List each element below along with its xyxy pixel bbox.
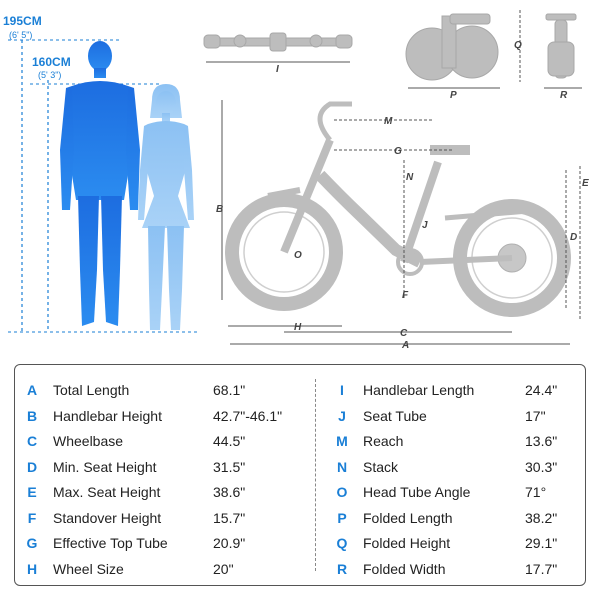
spec-value: 20" bbox=[213, 560, 234, 577]
spec-label: Handlebar Height bbox=[53, 407, 162, 424]
spec-letter: O bbox=[336, 484, 348, 500]
spec-value: 68.1" bbox=[213, 382, 246, 398]
spec-value: 30.3" bbox=[525, 458, 558, 475]
spec-label: Head Tube Angle bbox=[363, 484, 471, 500]
spec-value: 31.5" bbox=[213, 458, 246, 475]
spec-letter: B bbox=[26, 407, 38, 424]
dim-label-r: R bbox=[560, 90, 568, 101]
spec-label: Stack bbox=[363, 458, 399, 475]
spec-letter: N bbox=[336, 458, 348, 475]
spec-value: 24.4" bbox=[525, 382, 558, 398]
spec-letter: A bbox=[26, 382, 38, 398]
spec-value: 38.2" bbox=[525, 509, 558, 526]
dim-label-a: A bbox=[401, 340, 409, 351]
spec-letter: M bbox=[336, 433, 348, 449]
spec-label: Total Length bbox=[53, 382, 130, 398]
short-person-figure bbox=[138, 84, 194, 330]
spec-row: R Folded Width 17.7" bbox=[325, 558, 595, 580]
dimension-labels: A B C D E F G H I J M N O P Q R bbox=[216, 40, 589, 351]
spec-row: B Handlebar Height 42.7"-46.1" bbox=[15, 405, 283, 427]
spec-letter: H bbox=[26, 560, 38, 577]
spec-letter: G bbox=[26, 535, 38, 551]
spec-value: 29.1" bbox=[525, 535, 558, 551]
spec-label: Reach bbox=[363, 433, 404, 449]
spec-row: Q Folded Height 29.1" bbox=[325, 532, 595, 554]
spec-row: E Max. Seat Height 38.6" bbox=[15, 481, 283, 503]
spec-value: 71° bbox=[525, 484, 547, 500]
spec-value: 20.9" bbox=[213, 535, 246, 551]
spec-letter: C bbox=[26, 433, 38, 449]
dim-label-e: E bbox=[582, 178, 589, 189]
tall-height-ft: (6' 5") bbox=[9, 30, 32, 40]
spec-value: 13.6" bbox=[525, 433, 558, 449]
spec-label: Folded Width bbox=[363, 560, 446, 577]
spec-letter: I bbox=[340, 382, 344, 398]
spec-label: Min. Seat Height bbox=[53, 458, 157, 475]
spec-label: Folded Length bbox=[363, 509, 453, 526]
spec-letter: R bbox=[336, 560, 348, 577]
spec-letter: E bbox=[27, 484, 37, 500]
short-height-ft: (5' 3") bbox=[38, 70, 61, 80]
spec-row: G Effective Top Tube 20.9" bbox=[15, 532, 283, 554]
front-wheel bbox=[225, 193, 343, 311]
handlebar-top-view bbox=[203, 32, 353, 52]
spec-letter: J bbox=[338, 407, 346, 424]
spec-row: C Wheelbase 44.5" bbox=[15, 430, 283, 452]
dimension-lines bbox=[221, 100, 581, 345]
spec-row: H Wheel Size 20" bbox=[15, 558, 283, 580]
tall-height-cm: 195CM bbox=[3, 14, 42, 28]
spec-letter: Q bbox=[336, 535, 348, 551]
height-guides bbox=[8, 39, 200, 333]
dim-label-c: C bbox=[400, 328, 408, 339]
spec-row: F Standover Height 15.7" bbox=[15, 507, 283, 529]
spec-label: Seat Tube bbox=[363, 407, 427, 424]
spec-value: 42.7"-46.1" bbox=[213, 407, 283, 424]
spec-label: Wheel Size bbox=[53, 560, 124, 577]
dim-label-b: B bbox=[216, 204, 223, 215]
folded-bike-front bbox=[545, 13, 577, 79]
spec-row: N Stack 30.3" bbox=[325, 456, 595, 478]
spec-label: Effective Top Tube bbox=[53, 535, 168, 551]
short-height-cm: 160CM bbox=[32, 55, 71, 69]
tall-person-figure bbox=[60, 41, 140, 326]
spec-value: 38.6" bbox=[213, 484, 246, 500]
dim-label-p: P bbox=[450, 90, 457, 101]
dim-label-d: D bbox=[570, 232, 577, 243]
spec-table: A Total Length 68.1" B Handlebar Height … bbox=[14, 364, 586, 586]
spec-row: D Min. Seat Height 31.5" bbox=[15, 456, 283, 478]
folded-bike-side bbox=[405, 13, 499, 81]
spec-row: J Seat Tube 17" bbox=[325, 405, 595, 427]
bike-side-view bbox=[225, 101, 571, 317]
dim-label-i: I bbox=[276, 64, 279, 75]
spec-letter: F bbox=[27, 509, 37, 526]
dim-label-g: G bbox=[394, 146, 402, 157]
spec-label: Handlebar Length bbox=[363, 382, 475, 398]
bike-dimension-diagram: 195CM (6' 5") 160CM (5' 3") bbox=[3, 10, 589, 351]
dim-label-f: F bbox=[402, 290, 409, 301]
dim-label-h: H bbox=[294, 322, 302, 333]
dim-label-m: M bbox=[384, 116, 393, 127]
column-divider bbox=[315, 379, 316, 571]
spec-value: 15.7" bbox=[213, 509, 246, 526]
spec-row: I Handlebar Length 24.4" bbox=[325, 379, 595, 401]
spec-letter: D bbox=[26, 458, 38, 475]
dim-label-o: O bbox=[294, 250, 302, 261]
spec-label: Folded Height bbox=[363, 535, 451, 551]
spec-value: 17" bbox=[525, 407, 546, 424]
spec-label: Wheelbase bbox=[53, 433, 124, 449]
spec-label: Standover Height bbox=[53, 509, 162, 526]
spec-value: 17.7" bbox=[525, 560, 558, 577]
spec-value: 44.5" bbox=[213, 433, 246, 449]
spec-row: M Reach 13.6" bbox=[325, 430, 595, 452]
spec-row: A Total Length 68.1" bbox=[15, 379, 283, 401]
spec-label: Max. Seat Height bbox=[53, 484, 161, 500]
spec-letter: P bbox=[337, 509, 347, 526]
dim-label-q: Q bbox=[514, 40, 522, 51]
spec-row: O Head Tube Angle 71° bbox=[325, 481, 595, 503]
dim-label-j: J bbox=[422, 220, 428, 231]
dim-label-n: N bbox=[406, 172, 414, 183]
spec-row: P Folded Length 38.2" bbox=[325, 507, 595, 529]
